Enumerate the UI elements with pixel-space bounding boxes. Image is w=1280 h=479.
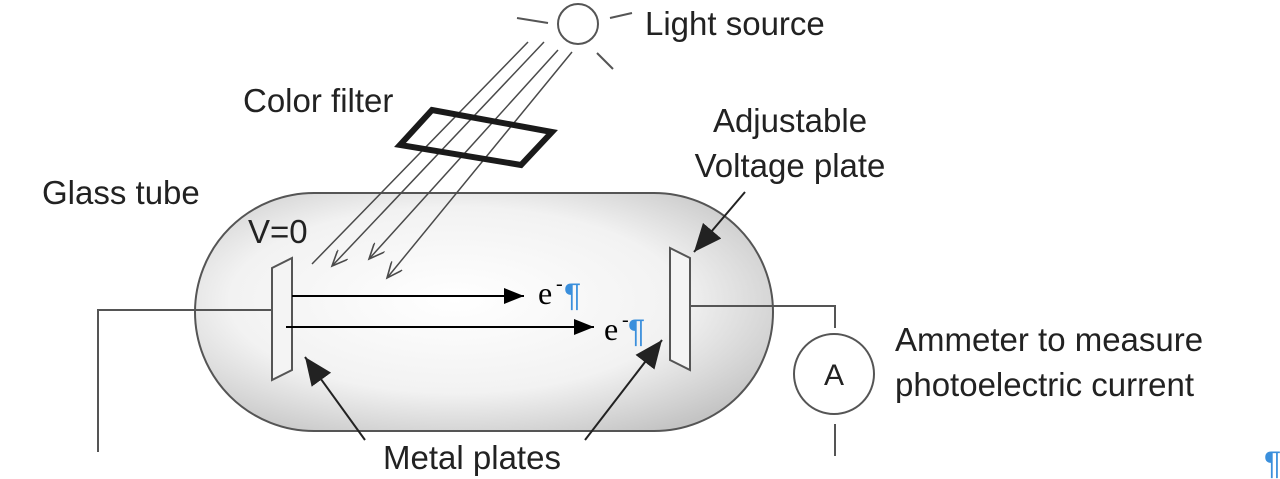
ammeter-symbol: A (824, 359, 844, 392)
pilcrow-mark-2: ¶ (628, 313, 645, 349)
label-v-zero: V=0 (248, 213, 308, 250)
pilcrow-mark-1: ¶ (564, 277, 581, 313)
ammeter (793, 333, 875, 415)
pilcrow-mark-3: ¶ (1264, 445, 1280, 479)
label-ammeter-line1: Ammeter to measure (895, 321, 1203, 358)
left-metal-plate (271, 256, 293, 382)
circuit-wires (97, 305, 836, 456)
light-source-icon (516, 3, 633, 70)
electron-label-1: e (538, 275, 552, 311)
label-glass-tube: Glass tube (42, 174, 200, 211)
label-color-filter: Color filter (243, 82, 393, 119)
right-voltage-plate (669, 246, 691, 372)
color-filter (394, 106, 558, 169)
electron-beams (286, 288, 594, 335)
electron-label-2: e (604, 311, 618, 347)
label-light-source: Light source (645, 5, 825, 42)
label-ammeter-line2: photoelectric current (895, 366, 1194, 403)
label-voltage-plate: Voltage plate (695, 147, 886, 184)
electron-charge-1: - (556, 273, 563, 295)
electron-charge-2: - (622, 309, 629, 331)
pointer-arrows (304, 191, 746, 441)
label-metal-plates: Metal plates (383, 439, 561, 476)
label-adjustable: Adjustable (713, 102, 867, 139)
